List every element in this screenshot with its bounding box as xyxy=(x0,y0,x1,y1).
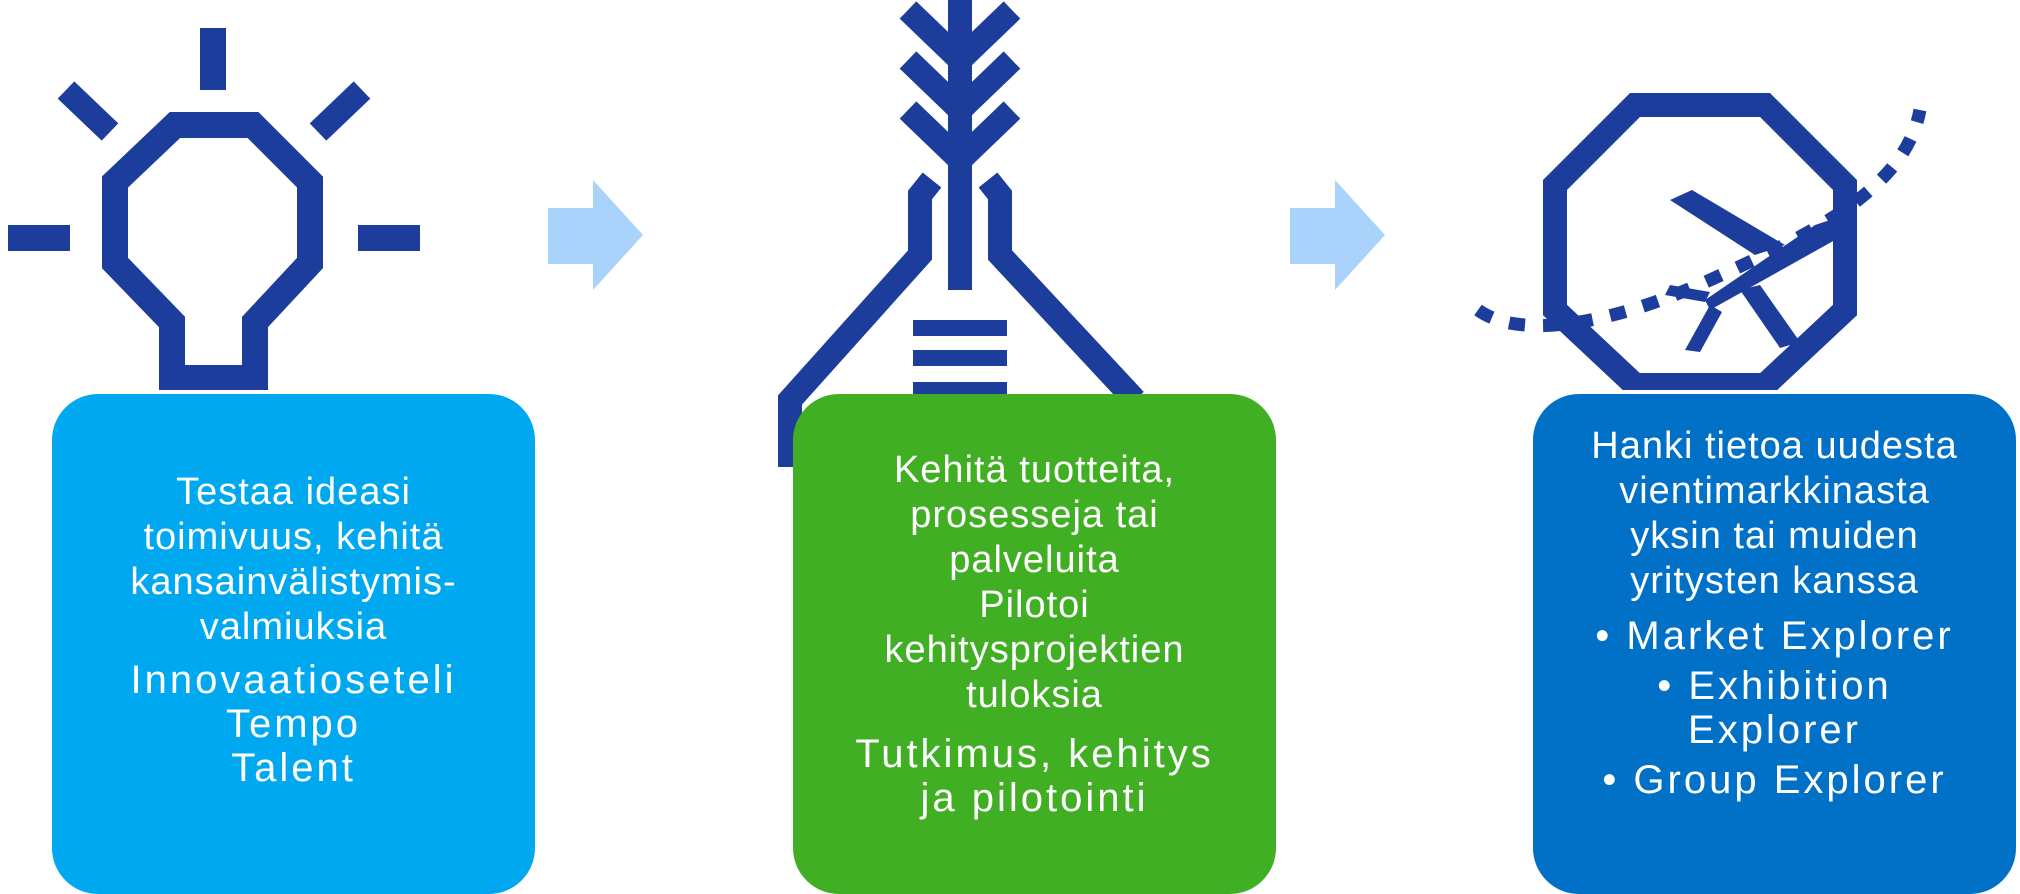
program-bullet: • Market Explorer xyxy=(1595,614,1953,658)
step-description: Kehitä tuotteita, prosesseja tai palvelu… xyxy=(884,448,1184,718)
program-name: Tempo xyxy=(225,702,362,746)
program-name: • Market Explorer xyxy=(1595,614,1954,658)
arrow-right-icon xyxy=(548,180,643,290)
program-name: Talent xyxy=(231,746,356,790)
lightbulb-icon xyxy=(8,28,420,390)
program-list: • Market Explorer • Exhibition Explorer … xyxy=(1595,614,1953,808)
description-line: yksin tai muiden xyxy=(1630,515,1919,557)
description-line: Testaa ideasi xyxy=(176,471,411,513)
program-name: Tutkimus, kehitys xyxy=(855,732,1214,776)
description-line: toimivuus, kehitä xyxy=(143,516,444,558)
description-line: Pilotoi xyxy=(979,584,1090,626)
description-line: valmiuksia xyxy=(199,606,388,648)
program-list: Tutkimus, kehitys ja pilotointi xyxy=(855,732,1213,820)
step-card-development: Kehitä tuotteita, prosesseja tai palvelu… xyxy=(793,394,1276,894)
description-line: Hanki tietoa uudesta xyxy=(1591,425,1958,467)
description-line: palveluita xyxy=(949,539,1120,581)
description-line: Kehitä tuotteita, xyxy=(893,449,1176,491)
description-line: kansainvälistymis- xyxy=(130,561,457,603)
step-card-idea: Testaa ideasi toimivuus, kehitä kansainv… xyxy=(52,394,535,894)
flask-icon xyxy=(778,0,1144,467)
program-name: • Group Explorer xyxy=(1602,758,1947,802)
description-line: yritysten kanssa xyxy=(1630,560,1919,602)
program-list: Innovaatioseteli Tempo Talent xyxy=(131,658,457,790)
description-line: tuloksia xyxy=(966,674,1103,716)
description-line: prosesseja tai xyxy=(910,494,1159,536)
step-card-export: Hanki tietoa uudesta vientimarkkinasta y… xyxy=(1533,394,2016,894)
airplane-globe-icon xyxy=(1474,93,1927,390)
program-bullet: • Exhibition Explorer xyxy=(1595,664,1953,752)
program-bullet: • Group Explorer xyxy=(1595,758,1953,802)
arrow-right-icon xyxy=(1290,180,1385,290)
program-name: • Exhibition xyxy=(1657,664,1892,708)
program-name: Innovaatioseteli xyxy=(130,658,457,702)
program-name: ja pilotointi xyxy=(920,776,1149,820)
description-line: kehitysprojektien xyxy=(884,629,1185,671)
step-description: Testaa ideasi toimivuus, kehitä kansainv… xyxy=(130,470,456,650)
step-description: Hanki tietoa uudesta vientimarkkinasta y… xyxy=(1591,424,1957,604)
description-line: vientimarkkinasta xyxy=(1619,470,1930,512)
program-name: Explorer xyxy=(1688,708,1861,752)
